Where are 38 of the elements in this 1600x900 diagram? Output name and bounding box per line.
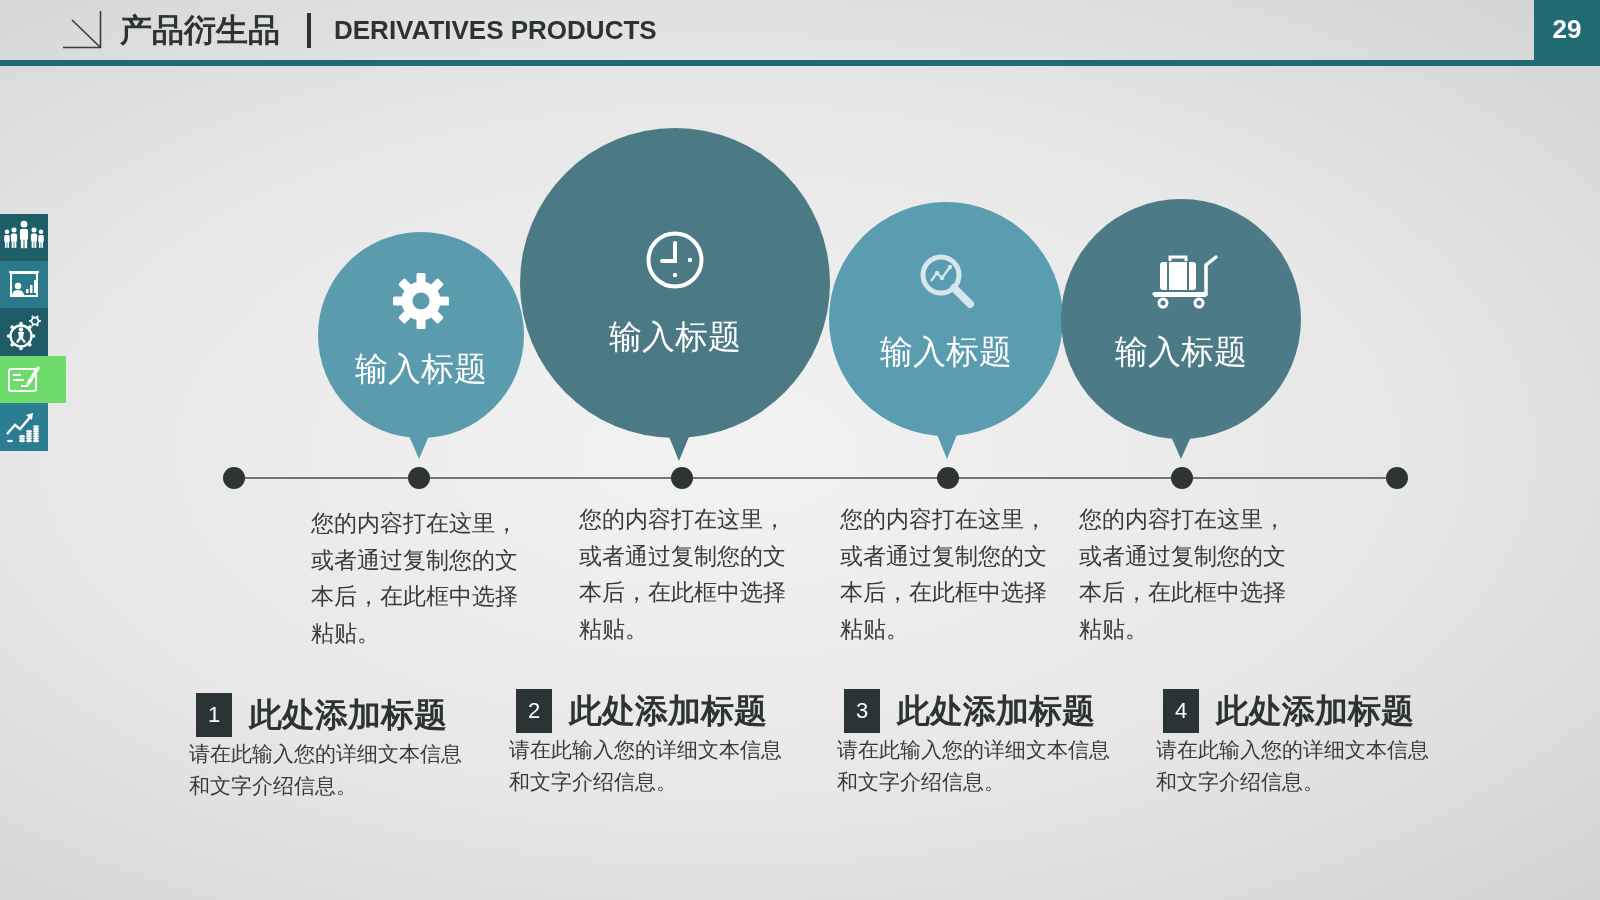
bubble-title: 输入标题 [355, 349, 487, 389]
description-text: 您的内容打在这里，或者通过复制您的文本后，在此框中选择粘贴。 [579, 506, 787, 645]
step-number: 2 [516, 689, 552, 733]
timeline-line [244, 477, 409, 479]
pin-circle [829, 202, 1063, 459]
step-heading: 此处添加标题 [249, 695, 447, 735]
step-heading: 此处添加标题 [1216, 691, 1414, 731]
timeline-line [692, 477, 938, 479]
pin-circle [1061, 199, 1301, 459]
timeline-line [429, 477, 672, 479]
step-number: 1 [196, 693, 232, 737]
page-number: 29 [1534, 0, 1600, 60]
step-heading: 此处添加标题 [897, 691, 1095, 731]
description-text: 您的内容打在这里，或者通过复制您的文本后，在此框中选择粘贴。 [840, 506, 1048, 645]
timeline-dot [1386, 467, 1408, 489]
pin-circle [520, 128, 830, 461]
page-title: 产品衍生品 [120, 11, 280, 50]
timeline-dot [408, 467, 430, 489]
step-description: 请在此输入您的详细文本信息和文字介绍信息。 [509, 737, 783, 796]
page-subtitle: DERIVATIVES PRODUCTS [334, 14, 657, 47]
timeline-dot [223, 467, 245, 489]
timeline-dot [1171, 467, 1193, 489]
timeline-line [958, 477, 1172, 479]
timeline-dot [671, 467, 693, 489]
step-heading: 此处添加标题 [569, 691, 767, 731]
bubble-title: 输入标题 [1115, 332, 1247, 372]
timeline-line [1192, 477, 1387, 479]
bubble-title: 输入标题 [880, 332, 1012, 372]
step-number: 3 [844, 689, 880, 733]
step-description: 请在此输入您的详细文本信息和文字介绍信息。 [1156, 737, 1430, 796]
timeline-dot [937, 467, 959, 489]
step-number: 4 [1163, 689, 1199, 733]
step-description: 请在此输入您的详细文本信息和文字介绍信息。 [189, 741, 463, 800]
description-text: 您的内容打在这里，或者通过复制您的文本后，在此框中选择粘贴。 [1079, 506, 1287, 645]
description-text: 您的内容打在这里，或者通过复制您的文本后，在此框中选择粘贴。 [311, 510, 519, 649]
pin-circle [318, 232, 524, 459]
step-description: 请在此输入您的详细文本信息和文字介绍信息。 [837, 737, 1111, 796]
bubble-title: 输入标题 [609, 317, 741, 357]
